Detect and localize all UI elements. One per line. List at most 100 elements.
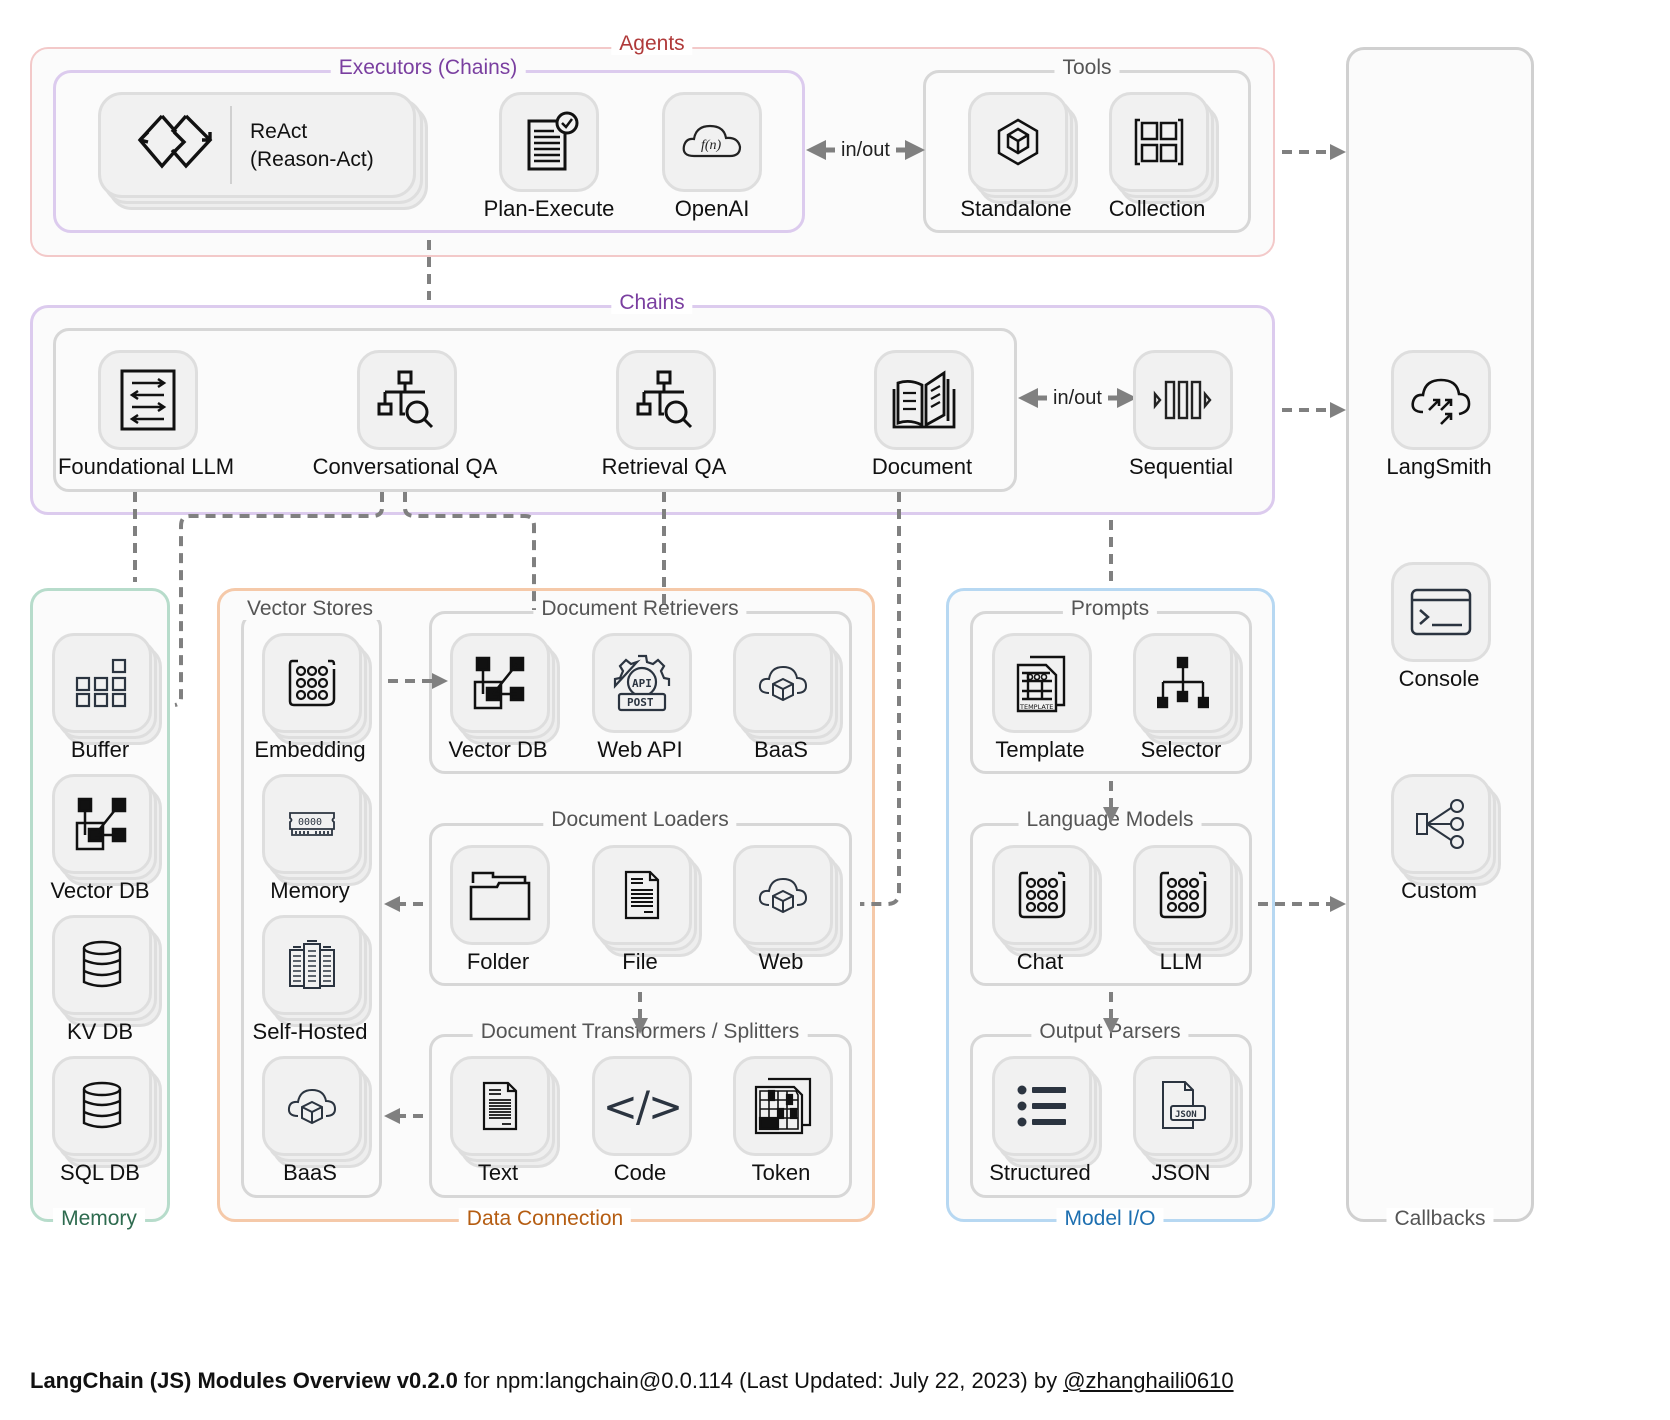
custom-item[interactable]: Custom — [1391, 774, 1501, 903]
text-label: Text — [477, 1160, 519, 1185]
web-label: Web — [758, 949, 804, 974]
svg-text:0000: 0000 — [298, 817, 322, 828]
folder-icon — [469, 871, 531, 921]
agents-in-out-label: in/out — [841, 139, 890, 161]
chains-title: Chains — [611, 292, 693, 314]
template-document-icon: TEMPLATE — [1016, 655, 1066, 713]
chat-label: Chat — [1016, 949, 1064, 974]
footer-detail: for npm:langchain@0.0.114 (Last Updated:… — [457, 1368, 1064, 1393]
footer-title: LangChain (JS) Modules Overview v0.2.0 — [30, 1368, 458, 1393]
collection-item[interactable]: Collection — [1109, 92, 1219, 221]
code-label: Code — [613, 1160, 667, 1185]
text-item[interactable]: Text — [450, 1056, 560, 1185]
code-brackets-icon: </> — [602, 1081, 684, 1131]
database-icon — [82, 940, 122, 988]
llm-item[interactable]: LLM — [1133, 845, 1243, 974]
server-racks-icon — [289, 940, 335, 989]
vector-nodes-icon — [75, 797, 127, 851]
token-label: Token — [751, 1160, 811, 1185]
token-item[interactable]: Token — [733, 1056, 833, 1185]
checklist-document-icon — [527, 111, 579, 171]
open-book-icon — [892, 370, 956, 429]
structured-item[interactable]: Structured — [989, 1056, 1102, 1185]
file-item[interactable]: File — [592, 845, 702, 974]
cloud-arrows-icon — [1411, 378, 1471, 425]
document-item[interactable]: Document — [872, 350, 974, 479]
langsmith-item[interactable]: LangSmith — [1386, 350, 1492, 479]
model-io-title: Model I/O — [1056, 1208, 1164, 1230]
agents-title: Agents — [611, 33, 693, 55]
document-loaders-title: Document Loaders — [543, 809, 737, 831]
memory-vector-db-label: Vector DB — [50, 878, 150, 903]
selector-item[interactable]: Selector — [1133, 633, 1243, 762]
conversational-qa-item[interactable]: Conversational QA — [313, 350, 497, 479]
plan-execute-item[interactable]: Plan-Execute — [484, 92, 614, 221]
sequential-label: Sequential — [1129, 454, 1233, 479]
vector-store-baas-item[interactable]: BaaS — [262, 1056, 372, 1185]
console-item[interactable]: Console — [1391, 562, 1491, 691]
retriever-vector-db-item[interactable]: Vector DB — [448, 633, 560, 762]
self-hosted-item[interactable]: Self-Hosted — [253, 915, 372, 1044]
collection-label: Collection — [1108, 196, 1206, 221]
svg-text:f(n): f(n) — [701, 138, 722, 153]
selector-label: Selector — [1140, 737, 1222, 762]
template-item[interactable]: TEMPLATE Template — [992, 633, 1092, 762]
sql-db-item[interactable]: SQL DB — [52, 1056, 162, 1185]
vector-store-memory-item[interactable]: 0000 Memory — [262, 774, 372, 903]
ram-chip-icon: 0000 — [289, 812, 335, 836]
langsmith-label: LangSmith — [1386, 454, 1492, 479]
hierarchy-search-icon — [636, 370, 693, 429]
react-divider — [230, 106, 232, 184]
function-cloud-icon: f(n) — [682, 124, 742, 158]
token-grid-icon — [754, 1077, 812, 1135]
dot-matrix-icon — [1018, 871, 1066, 919]
plan-execute-label: Plan-Execute — [483, 196, 615, 221]
embedding-item[interactable]: Embedding — [254, 633, 372, 762]
react-loop-icon — [137, 114, 213, 169]
self-hosted-label: Self-Hosted — [252, 1019, 368, 1044]
author-link[interactable]: @zhanghaili0610 — [1063, 1368, 1234, 1393]
bullet-list-icon — [1017, 1085, 1066, 1127]
web-item[interactable]: Web — [733, 845, 843, 974]
standalone-item[interactable]: Standalone — [960, 92, 1078, 221]
file-lines-icon — [624, 870, 660, 920]
fan-out-icon — [1416, 799, 1464, 849]
callbacks-title: Callbacks — [1386, 1208, 1494, 1230]
kv-db-label: KV DB — [66, 1019, 134, 1044]
retriever-baas-item[interactable]: BaaS — [733, 633, 843, 762]
code-item[interactable]: </> Code — [592, 1056, 692, 1185]
foundational-llm-item[interactable]: Foundational LLM — [58, 350, 234, 479]
memory-vector-db-item[interactable]: Vector DB — [50, 774, 162, 903]
svg-text:JSON: JSON — [1175, 1110, 1197, 1120]
database-icon — [82, 1081, 122, 1129]
web-api-item[interactable]: API POST Web API — [592, 633, 692, 762]
blocks-icon — [75, 658, 127, 708]
standalone-label: Standalone — [960, 196, 1072, 221]
svg-text:API: API — [632, 677, 652, 690]
buffer-item[interactable]: Buffer — [52, 633, 162, 762]
vector-store-baas-label: BaaS — [283, 1160, 337, 1185]
custom-label: Custom — [1401, 878, 1477, 903]
sequential-item[interactable]: Sequential — [1129, 350, 1233, 479]
retriever-vector-db-label: Vector DB — [448, 737, 548, 762]
retrieval-qa-label: Retrieval QA — [601, 454, 727, 479]
grid-collection-icon — [1134, 118, 1184, 166]
arrows-list-icon — [120, 369, 176, 431]
chains-in-out-label: in/out — [1053, 387, 1102, 409]
folder-item[interactable]: Folder — [450, 845, 550, 974]
text-document-icon — [482, 1081, 518, 1131]
openai-item[interactable]: f(n) OpenAI — [662, 92, 762, 221]
embedding-label: Embedding — [254, 737, 366, 762]
react-item[interactable]: ReAct (Reason-Act) — [98, 92, 430, 212]
executors-title: Executors (Chains) — [330, 57, 526, 79]
hexagon-cube-icon — [997, 118, 1039, 166]
kv-db-item[interactable]: KV DB — [52, 915, 162, 1044]
chat-item[interactable]: Chat — [992, 845, 1102, 974]
document-label: Document — [871, 454, 973, 479]
footer-caption: LangChain (JS) Modules Overview v0.2.0 f… — [30, 1368, 1234, 1394]
vector-nodes-icon — [473, 656, 525, 710]
retrieval-qa-item[interactable]: Retrieval QA — [602, 350, 726, 479]
svg-text:POST: POST — [627, 696, 654, 709]
web-api-label: Web API — [597, 737, 683, 762]
json-item[interactable]: JSON JSON — [1133, 1056, 1243, 1185]
